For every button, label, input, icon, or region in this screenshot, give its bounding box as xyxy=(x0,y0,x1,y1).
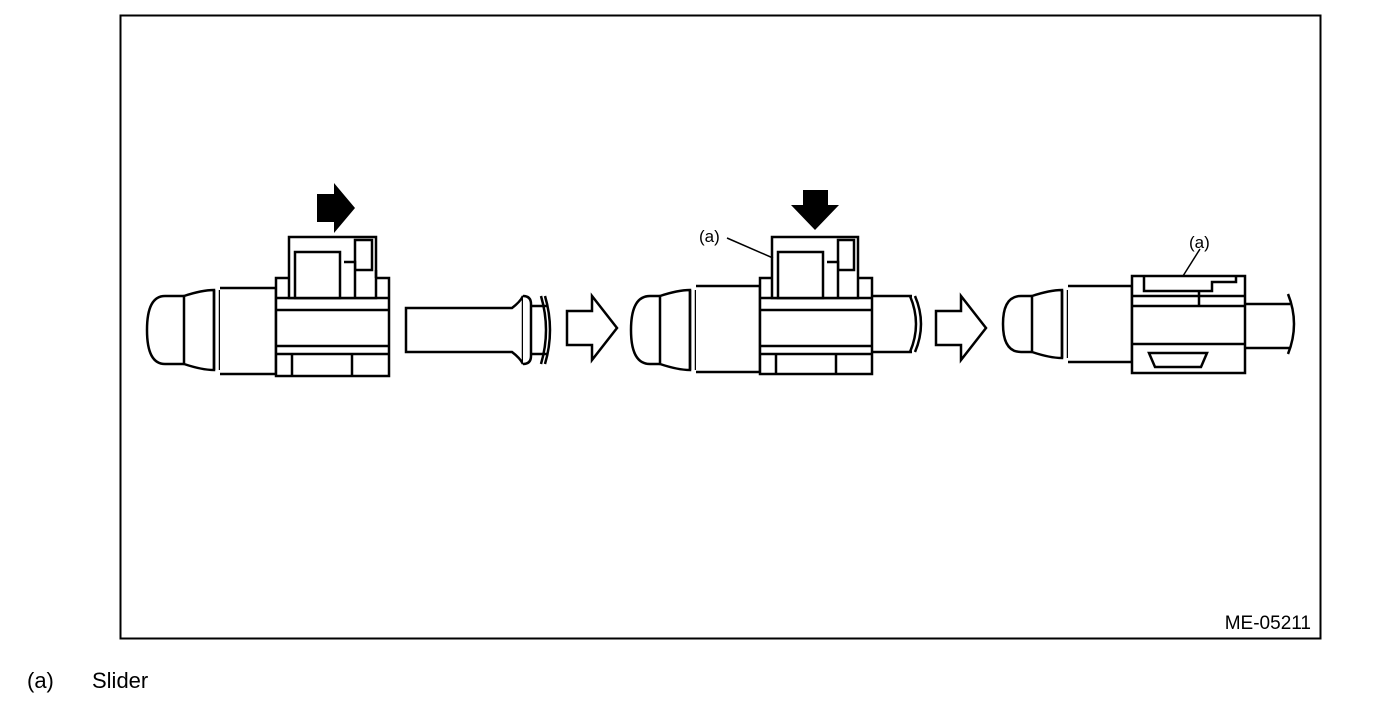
connector-tip xyxy=(145,294,184,366)
mating-terminal xyxy=(404,294,552,366)
press-down-arrow xyxy=(791,190,839,230)
step-arrow-1 xyxy=(565,292,619,364)
legend: (a) Slider xyxy=(27,668,148,694)
legend-key: (a) xyxy=(27,668,54,693)
callout-label-stage-2: (a) xyxy=(699,227,720,246)
callout-leader-stage-3 xyxy=(1182,248,1201,277)
stage-3-connector xyxy=(1001,274,1296,375)
step-arrow-2 xyxy=(934,292,988,364)
connector-boot xyxy=(182,288,216,372)
callout-label-stage-3: (a) xyxy=(1189,233,1210,252)
stage-1-connector xyxy=(145,235,391,378)
figure-code: ME-05211 xyxy=(1225,613,1311,634)
stage-2-connector xyxy=(629,235,923,376)
callout-leader-stage-2 xyxy=(726,237,774,259)
legend-description: Slider xyxy=(92,668,149,693)
push-right-arrow xyxy=(317,183,355,233)
slider-stage-3 xyxy=(1142,276,1238,306)
